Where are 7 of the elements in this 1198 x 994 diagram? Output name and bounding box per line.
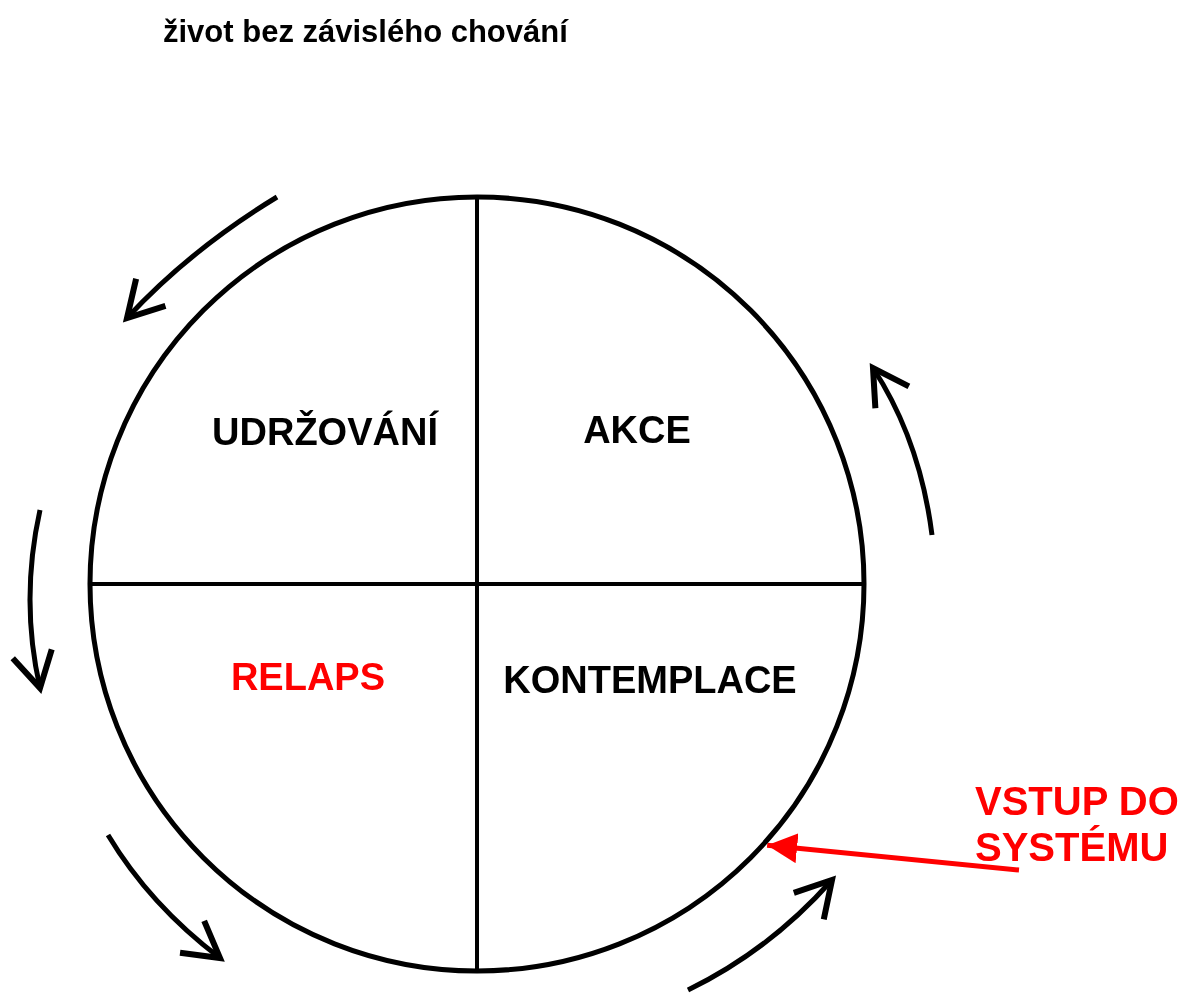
stage-label: UDRŽOVÁNÍ [212,410,438,454]
stage-label: KONTEMPLACE [503,658,797,702]
stage-label: AKCE [583,408,691,452]
arrow [766,833,1020,873]
stage-label: RELAPS [230,655,386,699]
title: život bez závislého chování [163,14,568,50]
entry-label: VSTUP DO SYSTÉMU [975,778,1195,870]
